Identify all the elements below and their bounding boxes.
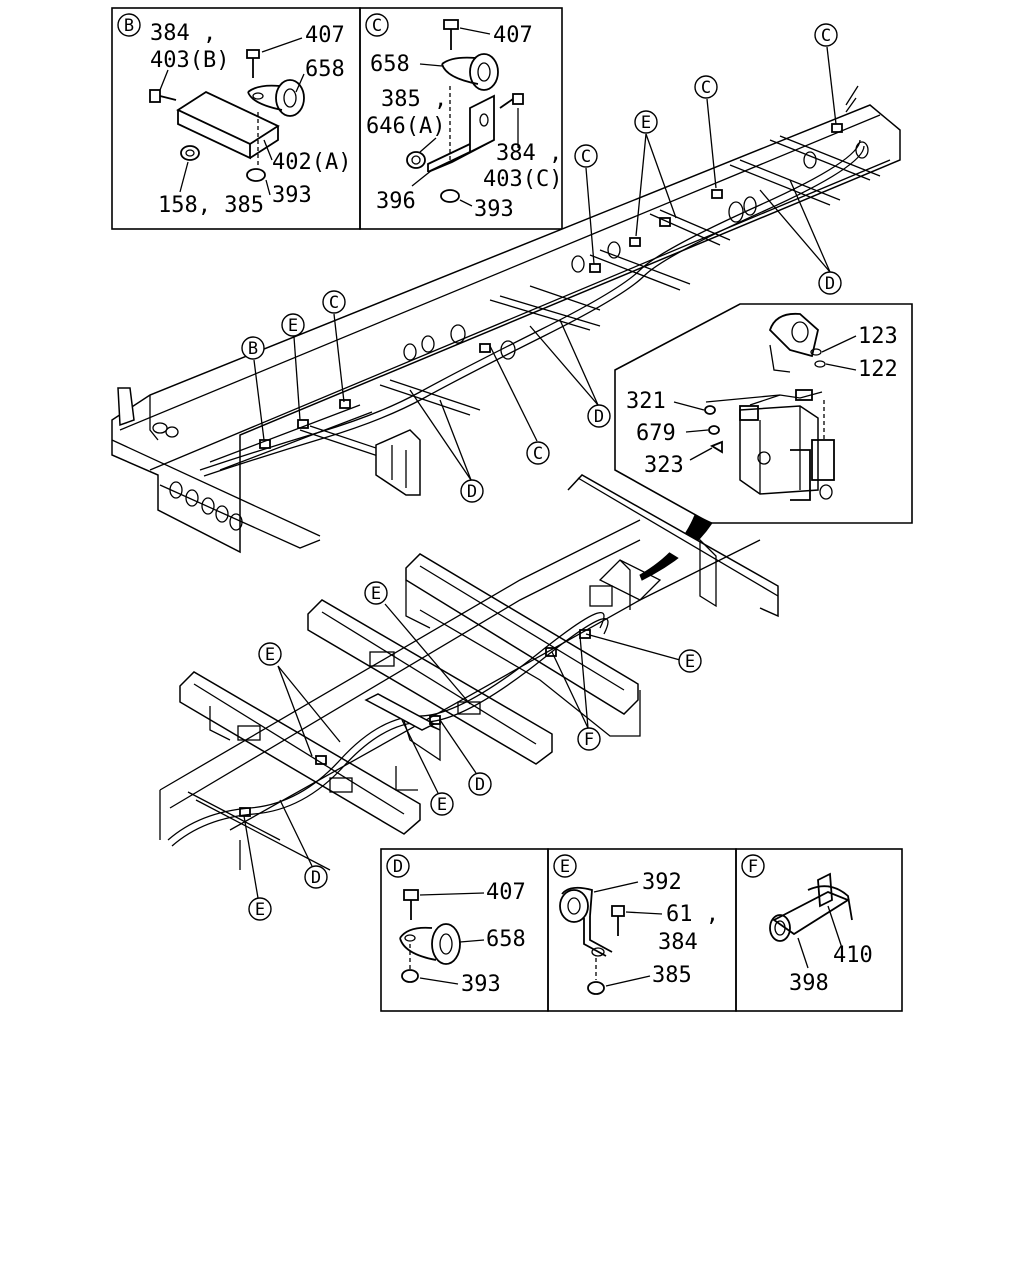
detail-box-d: D 407 658 393 [380, 848, 549, 1012]
label-b-384: 384 , [150, 21, 216, 46]
callout-e-upper-1: E [641, 113, 651, 133]
label-c-385: 385 , [381, 87, 447, 112]
label-valve-122: 122 [858, 357, 898, 382]
label-valve-323: 323 [644, 453, 684, 478]
label-f-410: 410 [833, 943, 873, 968]
detail-b-letter-circle [117, 13, 141, 37]
label-b-658: 658 [305, 57, 345, 82]
callout-c-upper-2: C [701, 78, 711, 98]
detail-f-letter: F [748, 857, 758, 877]
label-c-658: 658 [370, 52, 410, 77]
detail-box-e: E 392 61 , 384 385 [547, 848, 737, 1012]
label-c-646a: 646(A) [366, 114, 445, 139]
detail-box-c: C 407 658 385 , 646(A) 384 , 403(C) 396 … [359, 7, 563, 230]
callout-d-upper-right: D [825, 274, 835, 294]
label-c-393: 393 [474, 197, 514, 222]
callout-d-upper-mid: D [594, 407, 604, 427]
label-valve-123: 123 [858, 324, 898, 349]
label-c-396: 396 [376, 189, 416, 214]
detail-c-letter: C [372, 16, 382, 36]
callout-c-upper-3: C [581, 147, 591, 167]
label-d-407: 407 [486, 880, 526, 905]
callout-d-upper-left: D [467, 482, 477, 502]
upper-frame-drawing [111, 85, 901, 554]
detail-c-letter-circle [365, 13, 389, 37]
label-b-402a: 402(A) [272, 150, 351, 175]
label-e-385: 385 [652, 963, 692, 988]
callout-f-lower: F [584, 730, 594, 750]
label-e-384: 384 [658, 930, 698, 955]
label-valve-321: 321 [626, 389, 666, 414]
detail-e-letter: E [560, 857, 570, 877]
label-d-393: 393 [461, 972, 501, 997]
callout-c-top-right: C [821, 26, 831, 46]
label-b-393: 393 [272, 183, 312, 208]
label-c-403c: 403(C) [483, 167, 562, 192]
label-c-407: 407 [493, 23, 533, 48]
label-valve-679: 679 [636, 421, 676, 446]
label-b-403b: 403(B) [150, 48, 229, 73]
label-b-407: 407 [305, 23, 345, 48]
label-c-384: 384 , [496, 141, 562, 166]
callout-b-upper: B [248, 339, 258, 359]
callout-e-lower-2: E [265, 645, 275, 665]
label-f-398: 398 [789, 971, 829, 996]
callout-e-lower-1: E [371, 584, 381, 604]
detail-box-b: B 384 , 403(B) 407 658 402(A) 158, 385 3… [111, 7, 361, 230]
detail-box-f: F 410 398 [735, 848, 903, 1012]
detail-b-letter: B [124, 16, 134, 36]
callout-d-lower-2: D [311, 868, 321, 888]
callout-e-lower-3: E [685, 652, 695, 672]
upper-callouts: C C E C C D B E C D D [241, 23, 842, 503]
label-b-158-385: 158, 385 [158, 193, 264, 218]
detail-d-letter: D [393, 857, 403, 877]
callout-e-lower-5: E [255, 900, 265, 920]
label-e-61: 61 , [666, 902, 719, 927]
label-e-392: 392 [642, 870, 682, 895]
valve-detail-box: 123 122 321 679 323 [614, 303, 913, 524]
lower-callouts: E E E F D E D E [243, 581, 702, 921]
callout-c-upper-4: C [329, 293, 339, 313]
callout-e-upper-2: E [288, 316, 298, 336]
callout-e-lower-4: E [437, 795, 447, 815]
callout-d-lower-1: D [475, 775, 485, 795]
callout-c-upper-5: C [533, 444, 543, 464]
label-d-658: 658 [486, 927, 526, 952]
lower-frame-drawing [159, 474, 779, 871]
